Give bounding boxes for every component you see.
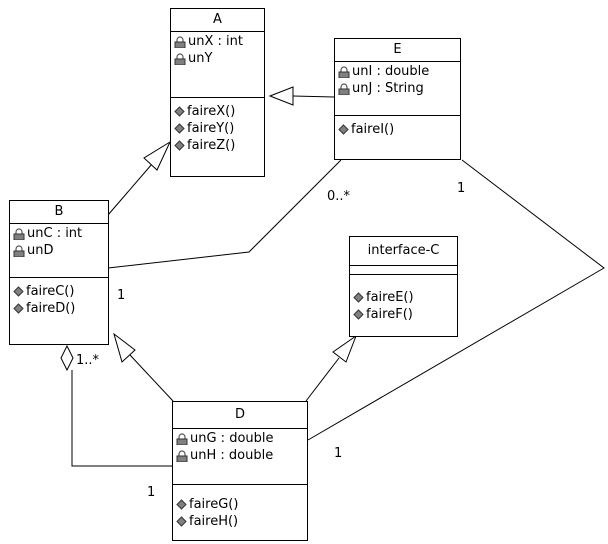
edge-d-generalizes-b: [129, 354, 174, 402]
diamond-operation-icon: [174, 140, 185, 151]
lock-icon: [174, 52, 187, 65]
operation-row: faireE(): [353, 289, 457, 306]
interface-c[interactable]: interface-C faireE() faireF(): [349, 236, 458, 337]
multiplicity-e-d-at-e: 1: [457, 181, 466, 196]
attribute-row: unI : double: [338, 63, 460, 80]
operation-text: faireC(): [26, 284, 75, 299]
attribute-text: unG : double: [190, 431, 274, 446]
operation-row: faireD(): [13, 300, 108, 317]
edge-association-e-d: [307, 159, 605, 441]
attribute-text: unI : double: [352, 64, 430, 79]
attribute-text: unX : int: [188, 34, 243, 49]
operation-text: faireZ(): [187, 138, 236, 153]
multiplicity-e-b-at-b: 1: [117, 288, 126, 303]
attribute-row: unH : double: [176, 447, 307, 464]
edge-e-generalizes-a: [292, 95, 335, 98]
attribute-row: unG : double: [176, 430, 307, 447]
edge-association-e-b: [107, 159, 342, 269]
attribute-row: unC : int: [13, 225, 108, 242]
operation-row: faireF(): [353, 306, 457, 323]
attribute-row: unD: [13, 242, 108, 259]
class-name: D: [173, 402, 307, 429]
class-b[interactable]: B unC : int unD faireC() faireD(): [9, 200, 109, 345]
class-e[interactable]: E unI : double unJ : String faireI(): [334, 38, 461, 160]
attributes-compartment: unX : int unY: [171, 32, 264, 98]
attribute-row: unY: [174, 50, 264, 67]
lock-icon: [176, 432, 189, 445]
class-a[interactable]: A unX : int unY faireX() faireY() faireZ…: [170, 8, 265, 177]
operation-row: faireY(): [174, 120, 264, 137]
operation-row: faireC(): [13, 283, 108, 300]
lock-icon: [338, 82, 351, 95]
attribute-text: unH : double: [190, 448, 274, 463]
diamond-operation-icon: [176, 499, 187, 510]
operation-text: faireE(): [366, 290, 414, 305]
diamond-operation-icon: [353, 309, 364, 320]
class-d[interactable]: D unG : double unH : double faireG() fai…: [172, 401, 308, 541]
attribute-text: unC : int: [27, 226, 83, 241]
operation-row: faireG(): [176, 496, 307, 513]
operations-compartment: faireX() faireY() faireZ(): [171, 98, 264, 157]
multiplicity-e-d-at-d: 1: [334, 446, 343, 461]
edge-aggregation-b-d: [71, 370, 172, 467]
operation-text: faireF(): [366, 307, 413, 322]
attributes-compartment: unI : double unJ : String: [335, 62, 460, 116]
class-name: B: [10, 201, 108, 224]
lock-icon: [13, 244, 26, 257]
diamond-operation-icon: [174, 123, 185, 134]
diamond-operation-icon: [176, 516, 187, 527]
operations-compartment: faireG() faireH(): [173, 485, 307, 533]
class-name: interface-C: [350, 237, 457, 266]
lock-icon: [176, 449, 189, 462]
operations-compartment: faireE() faireF(): [350, 275, 457, 326]
edge-b-generalizes-a: [107, 163, 153, 216]
attribute-text: unD: [27, 243, 54, 258]
attribute-text: unY: [188, 51, 213, 66]
realization-arrowhead-c: [332, 334, 358, 363]
lock-icon: [338, 65, 351, 78]
generalization-arrowhead-b: [113, 332, 136, 363]
lock-icon: [13, 227, 26, 240]
operation-text: faireI(): [351, 122, 395, 137]
operation-row: faireI(): [338, 121, 460, 138]
diamond-operation-icon: [338, 124, 349, 135]
multiplicity-e-b-at-e: 0..*: [327, 189, 351, 204]
operations-compartment: faireC() faireD(): [10, 278, 108, 320]
operations-compartment: faireI(): [335, 116, 460, 141]
operation-row: faireX(): [174, 103, 264, 120]
operation-row: faireH(): [176, 513, 307, 530]
attribute-row: unJ : String: [338, 80, 460, 97]
attribute-row: unX : int: [174, 33, 264, 50]
generalization-arrowhead-a: [143, 140, 172, 171]
attributes-compartment: unG : double unH : double: [173, 429, 307, 485]
class-name: E: [335, 39, 460, 62]
generalization-arrowhead-a-2: [268, 86, 294, 106]
operation-row: faireZ(): [174, 137, 264, 154]
diamond-operation-icon: [13, 303, 24, 314]
operation-text: faireG(): [189, 497, 239, 512]
operation-text: faireD(): [26, 301, 76, 316]
class-name: A: [171, 9, 264, 32]
attributes-compartment: [350, 266, 457, 275]
operation-text: faireH(): [189, 514, 239, 529]
aggregation-diamond-b: [60, 344, 74, 372]
operation-text: faireY(): [187, 121, 235, 136]
edge-d-realizes-c: [305, 357, 340, 402]
operation-text: faireX(): [187, 104, 236, 119]
diamond-operation-icon: [174, 106, 185, 117]
diamond-operation-icon: [13, 286, 24, 297]
attributes-compartment: unC : int unD: [10, 224, 108, 278]
diamond-operation-icon: [353, 292, 364, 303]
multiplicity-b-d-at-d: 1: [147, 485, 156, 500]
lock-icon: [174, 35, 187, 48]
multiplicity-b-d-at-b: 1..*: [76, 353, 100, 368]
attribute-text: unJ : String: [352, 81, 424, 96]
